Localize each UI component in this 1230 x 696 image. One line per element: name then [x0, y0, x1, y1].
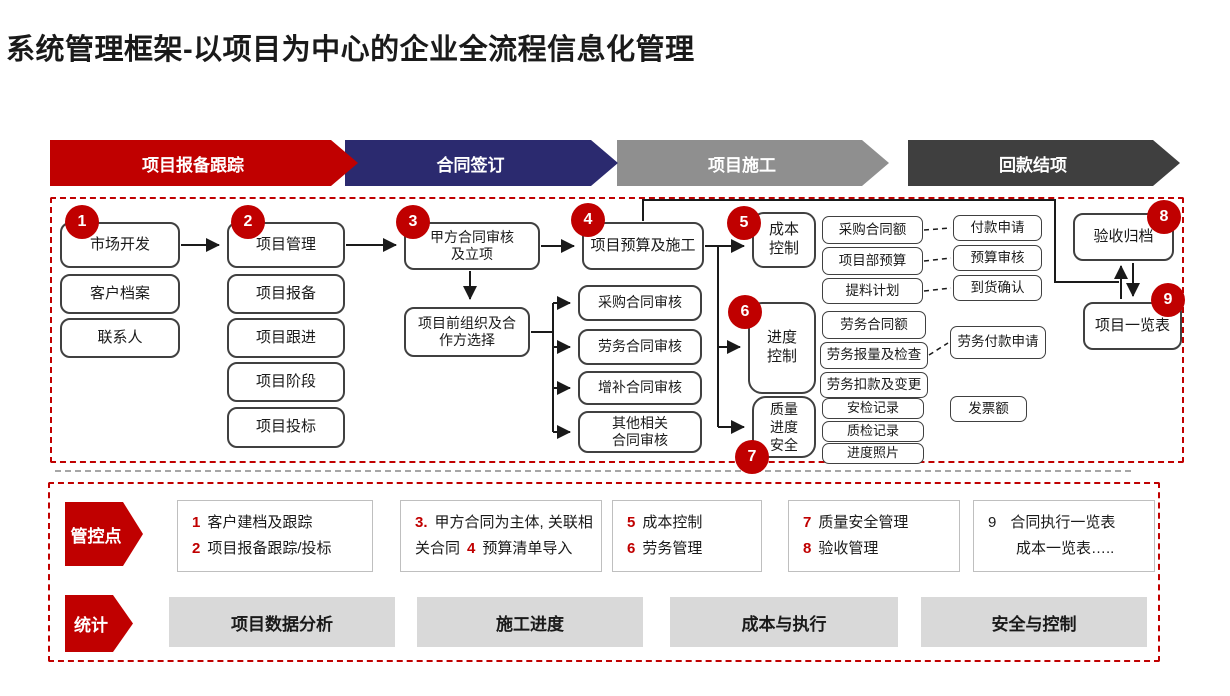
flow-box-labor-deduct: 劳务扣款及变更: [820, 372, 928, 398]
flow-box-contacts: 联系人: [60, 318, 180, 358]
flow-box-payment-request: 付款申请: [953, 215, 1042, 241]
flow-box-other-review: 其他相关 合同审核: [578, 411, 702, 453]
step-badge-5: 5: [727, 206, 761, 240]
flow-box-project-follow: 项目跟进: [227, 318, 345, 358]
control-text: 项目报备跟踪/投标: [207, 540, 332, 557]
control-line: 9 合同执行一览表: [988, 510, 1154, 536]
flow-box-customer-file: 客户档案: [60, 274, 180, 314]
control-num: 7: [803, 514, 812, 531]
control-text: 关合同: [415, 540, 461, 557]
control-num: 5: [627, 514, 636, 531]
flow-box-material-plan: 提料计划: [822, 278, 923, 304]
control-box-1: 1 客户建档及跟踪 2 项目报备跟踪/投标: [177, 500, 373, 572]
stats-label: 统计: [74, 616, 108, 635]
step-badge-1: 1: [65, 205, 99, 239]
phase-arrow-payment-closing: 回款结项: [908, 140, 1180, 186]
control-text: 劳务管理: [642, 540, 703, 557]
step-badge-8: 8: [1147, 200, 1181, 234]
control-line: 1 客户建档及跟踪: [192, 510, 372, 536]
control-line: 8 验收管理: [803, 536, 959, 562]
step-badge-6: 6: [728, 295, 762, 329]
phase-label: 项目报备跟踪: [142, 155, 244, 175]
step-badge-3: 3: [396, 205, 430, 239]
control-box-5: 9 合同执行一览表 成本一览表…..: [973, 500, 1155, 572]
section-divider: [55, 470, 1131, 472]
control-box-2: 3. 甲方合同为主体, 关联相 关合同 4 预算清单导入: [400, 500, 602, 572]
control-num: 6: [627, 540, 636, 557]
flow-box-project-bid: 项目投标: [227, 407, 345, 448]
control-num: 8: [803, 540, 812, 557]
stat-box-project-data-analysis: 项目数据分析: [169, 597, 395, 647]
control-points-label: 管控点: [70, 526, 122, 546]
step-badge-7: 7: [735, 440, 769, 474]
flow-box-project-report: 项目报备: [227, 274, 345, 314]
flow-box-cost-control: 成本 控制: [752, 212, 816, 268]
control-num: 9: [988, 514, 997, 531]
control-num: 4: [467, 540, 476, 557]
phase-label: 合同签订: [436, 155, 505, 175]
flow-box-safety-record: 安检记录: [822, 398, 924, 419]
flow-box-labor-report: 劳务报量及检查: [820, 342, 928, 369]
flow-box-budget-review: 预算审核: [953, 245, 1042, 271]
flow-box-project-stage: 项目阶段: [227, 362, 345, 402]
control-text: 成本一览表…..: [1016, 540, 1115, 557]
step-badge-9: 9: [1151, 283, 1185, 317]
phase-arrow-contract-signing: 合同签订: [345, 140, 618, 186]
stat-box-safety-control: 安全与控制: [921, 597, 1147, 647]
flow-box-dept-budget: 项目部预算: [822, 247, 923, 275]
flow-box-arrival-confirm: 到货确认: [953, 275, 1042, 301]
flow-box-quality-record: 质检记录: [822, 421, 924, 442]
control-text: 成本控制: [642, 514, 703, 531]
phase-arrow-report-tracking: 项目报备跟踪: [50, 140, 358, 186]
flow-box-pre-org: 项目前组织及合 作方选择: [404, 307, 530, 357]
page-title: 系统管理框架-以项目为中心的企业全流程信息化管理: [6, 34, 695, 66]
flow-box-project-overview: 项目一览表: [1083, 302, 1182, 350]
control-line: 5 成本控制: [627, 510, 761, 536]
step-badge-2: 2: [231, 205, 265, 239]
stat-box-construction-progress: 施工进度: [417, 597, 643, 647]
control-line: 3. 甲方合同为主体, 关联相: [415, 510, 601, 536]
control-stats-panel: [48, 482, 1160, 662]
phase-label: 回款结项: [999, 155, 1067, 175]
control-text: 预算清单导入: [482, 540, 573, 557]
control-text: 质量安全管理: [818, 514, 909, 531]
flow-box-labor-payment: 劳务付款申请: [950, 326, 1046, 359]
control-line: 6 劳务管理: [627, 536, 761, 562]
flow-box-supplement-review: 增补合同审核: [578, 371, 702, 405]
control-num: 1: [192, 514, 201, 531]
flow-box-progress-photo: 进度照片: [822, 443, 924, 464]
flow-box-purchase-amount: 采购合同额: [822, 216, 923, 244]
stat-box-cost-execution: 成本与执行: [670, 597, 898, 647]
flow-box-labor-review: 劳务合同审核: [578, 329, 702, 365]
control-text: 验收管理: [818, 540, 879, 557]
control-text: 客户建档及跟踪: [207, 514, 313, 531]
flow-box-labor-amount: 劳务合同额: [822, 311, 926, 339]
control-line: 成本一览表…..: [988, 536, 1154, 562]
step-badge-4: 4: [571, 203, 605, 237]
control-text: 合同执行一览表: [1010, 514, 1116, 531]
phase-label: 项目施工: [708, 155, 776, 175]
control-line: 7 质量安全管理: [803, 510, 959, 536]
flow-box-purchase-review: 采购合同审核: [578, 285, 702, 321]
flow-box-budget-construction: 项目预算及施工: [582, 222, 704, 270]
process-panel: [50, 197, 1184, 463]
phase-arrow-construction: 项目施工: [617, 140, 889, 186]
control-line: 2 项目报备跟踪/投标: [192, 536, 372, 562]
control-num: 3.: [415, 514, 428, 531]
control-line: 关合同 4 预算清单导入: [415, 536, 601, 562]
control-text: 甲方合同为主体, 关联相: [434, 514, 593, 531]
control-box-4: 7 质量安全管理 8 验收管理: [788, 500, 960, 572]
control-num: 2: [192, 540, 201, 557]
flow-box-invoice-amount: 发票额: [950, 396, 1027, 422]
control-box-3: 5 成本控制 6 劳务管理: [612, 500, 762, 572]
